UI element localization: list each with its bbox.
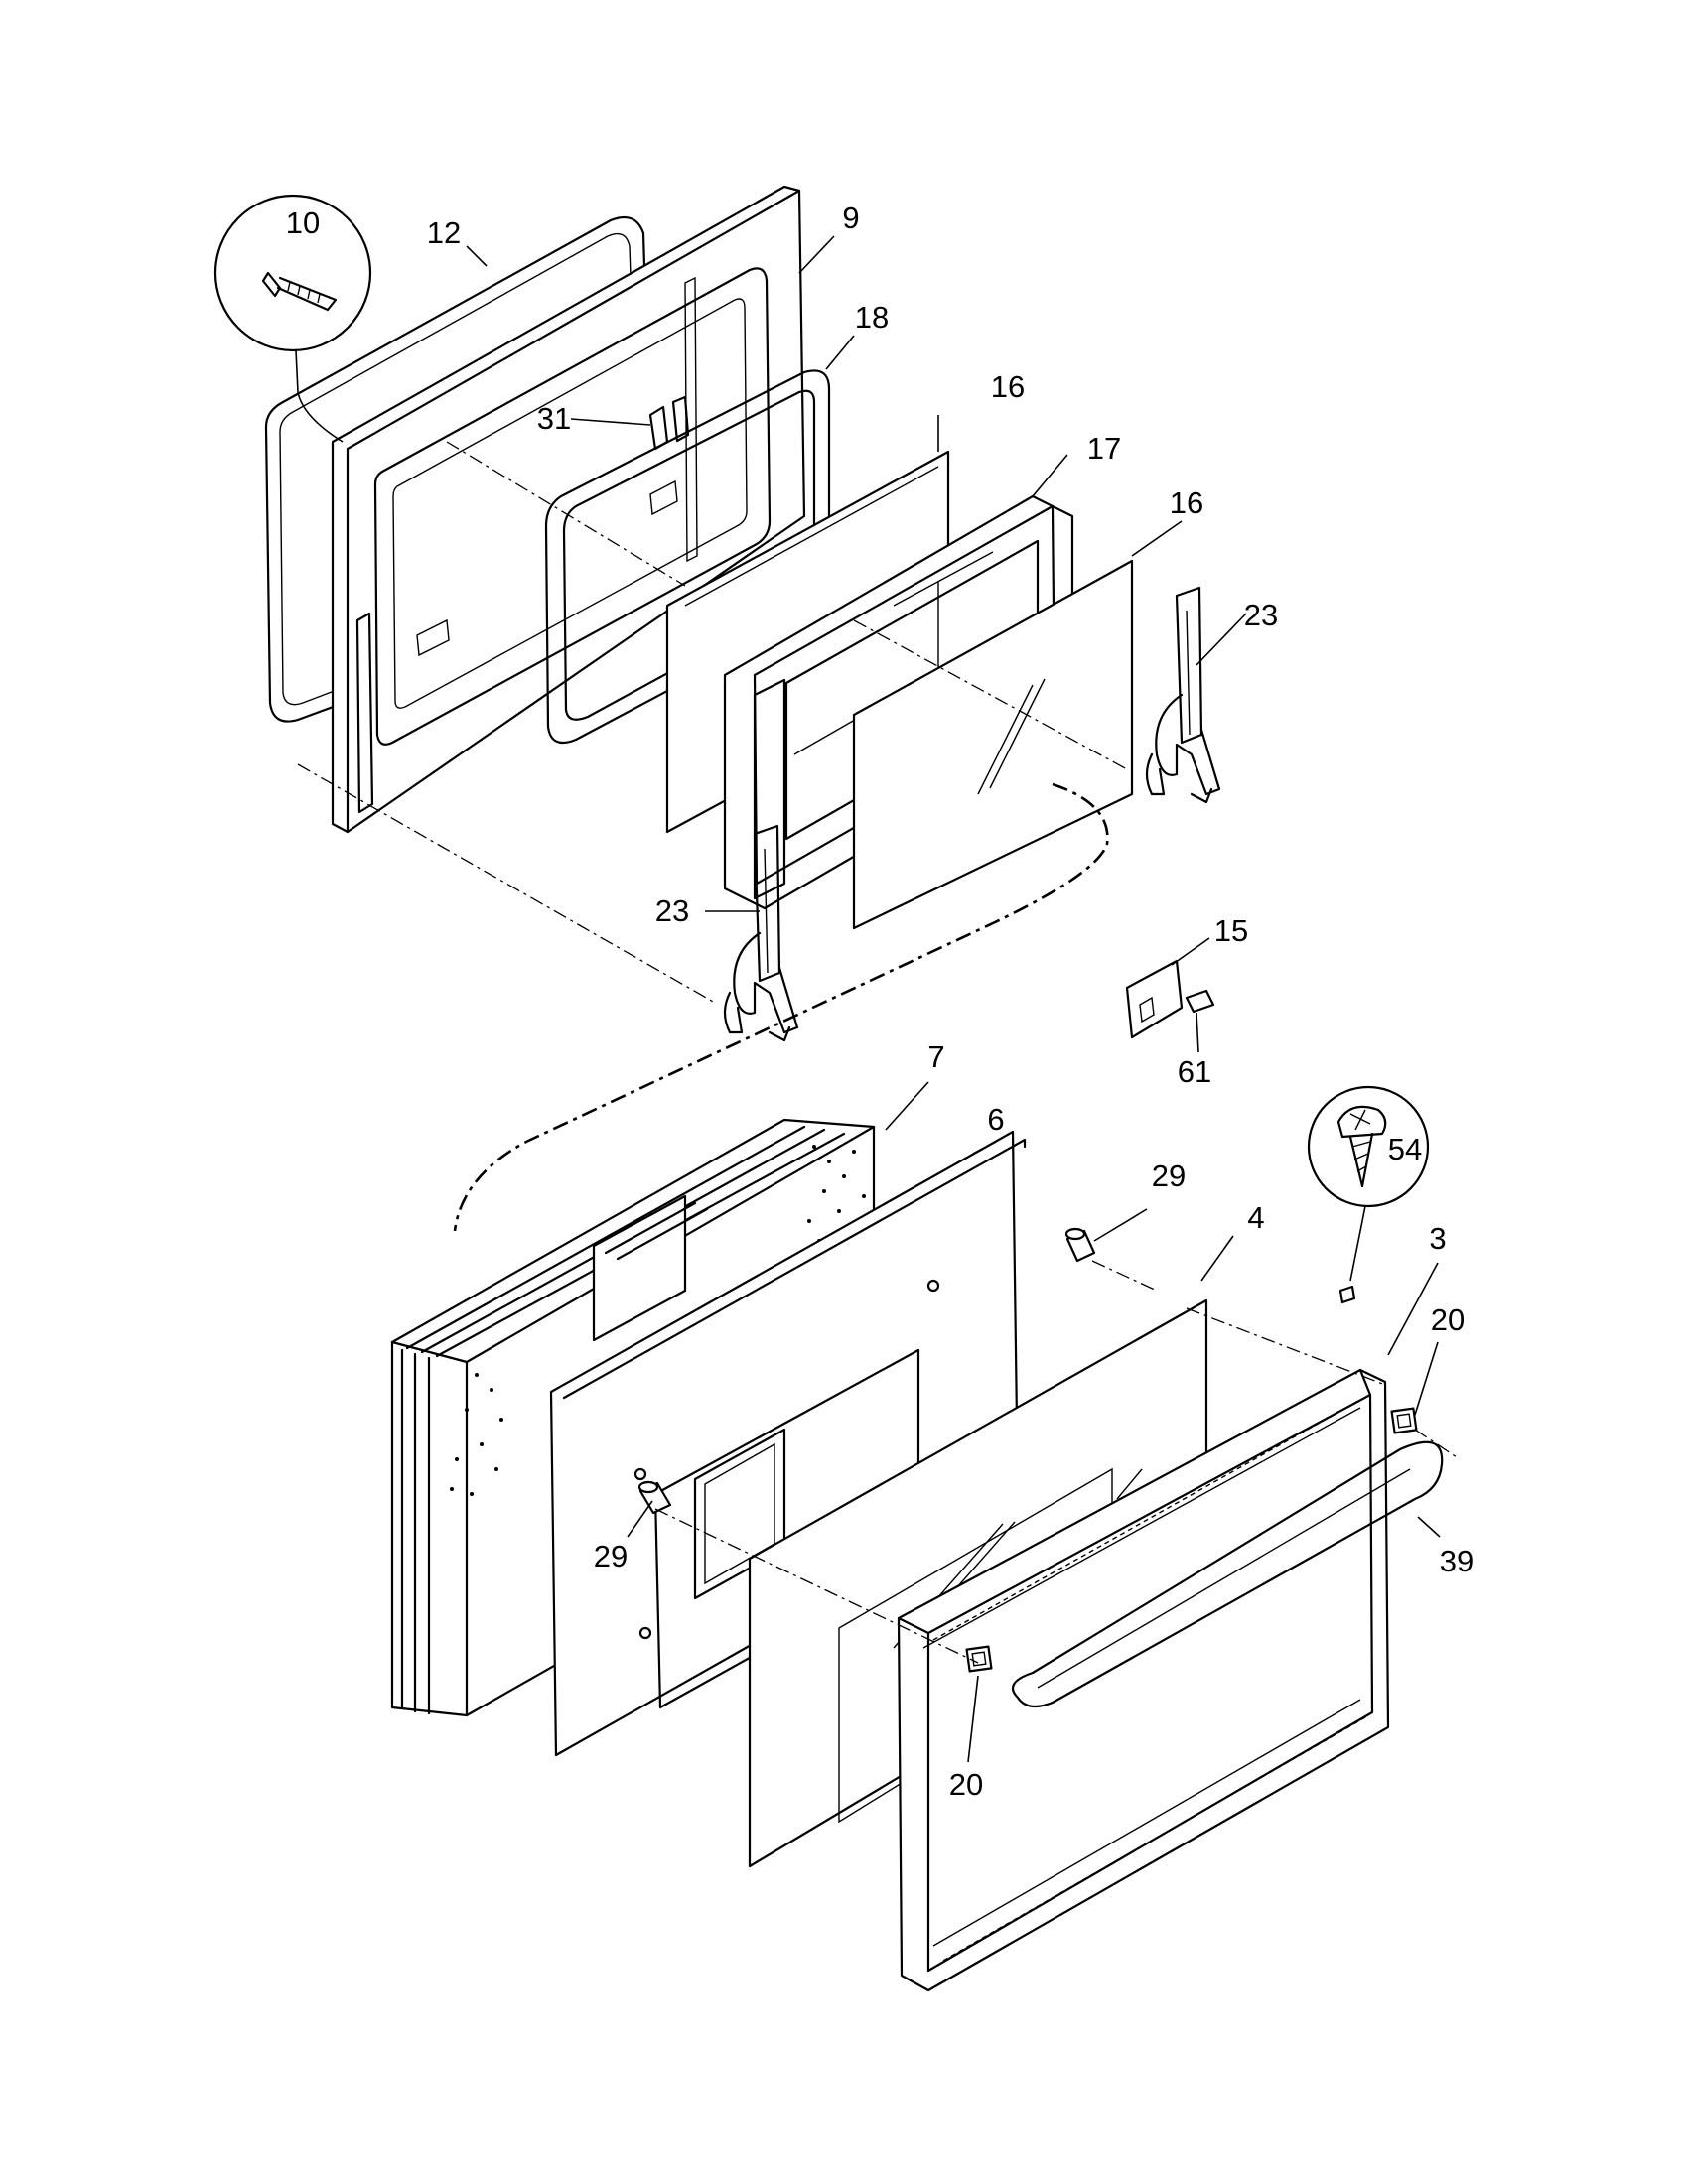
callout-29-lower: 29 <box>594 1539 628 1573</box>
handle-mount-part-20-right <box>1390 1407 1418 1434</box>
callout-6: 6 <box>987 1102 1004 1137</box>
callout-12: 12 <box>427 215 461 250</box>
callout-3: 3 <box>1429 1221 1446 1256</box>
assembly-guide-lines-lower <box>654 1260 1461 1664</box>
vent-slots-bottom <box>942 1716 1366 1962</box>
pin-part-29-lower <box>637 1480 672 1515</box>
screw-part-54-detail <box>1307 1085 1430 1304</box>
callout-9: 9 <box>842 201 859 235</box>
handle-mount-part-20-left <box>965 1645 993 1673</box>
callout-18: 18 <box>855 300 889 335</box>
bracket-part-15 <box>1125 959 1184 1039</box>
block-part-61 <box>1185 989 1215 1014</box>
callout-31: 31 <box>537 401 571 436</box>
callout-39: 39 <box>1440 1544 1474 1578</box>
callout-16-rear: 16 <box>991 369 1025 404</box>
door-handle-part-39 <box>1011 1440 1444 1708</box>
callout-17: 17 <box>1087 431 1121 466</box>
callout-leaders <box>466 235 1441 1763</box>
screw-part-10-detail <box>213 194 372 443</box>
assembly-guide-lines-upper <box>297 441 1128 1232</box>
callout-54: 54 <box>1388 1132 1422 1166</box>
callout-16-front: 16 <box>1170 485 1203 520</box>
hinge-part-23-right <box>1145 586 1221 804</box>
callout-61: 61 <box>1178 1054 1211 1089</box>
callout-15: 15 <box>1214 913 1248 948</box>
callout-4: 4 <box>1247 1200 1264 1235</box>
callout-23-right: 23 <box>1244 598 1278 632</box>
callout-10: 10 <box>286 205 320 240</box>
vent-slots-top <box>932 1399 1361 1641</box>
clip-part-31 <box>648 395 690 451</box>
hinge-part-23-left <box>723 824 799 1042</box>
pin-part-29-upper <box>1064 1227 1096 1263</box>
callout-29-upper: 29 <box>1152 1159 1186 1193</box>
callout-7: 7 <box>927 1039 944 1074</box>
callout-20-right: 20 <box>1431 1302 1465 1337</box>
door-frame-part-3 <box>897 1368 1390 1992</box>
callout-23-left: 23 <box>655 893 689 928</box>
callout-20-left: 20 <box>949 1767 983 1802</box>
inner-door-panel-part-9 <box>331 185 806 834</box>
glass-panel-part-16-front <box>852 559 1134 930</box>
